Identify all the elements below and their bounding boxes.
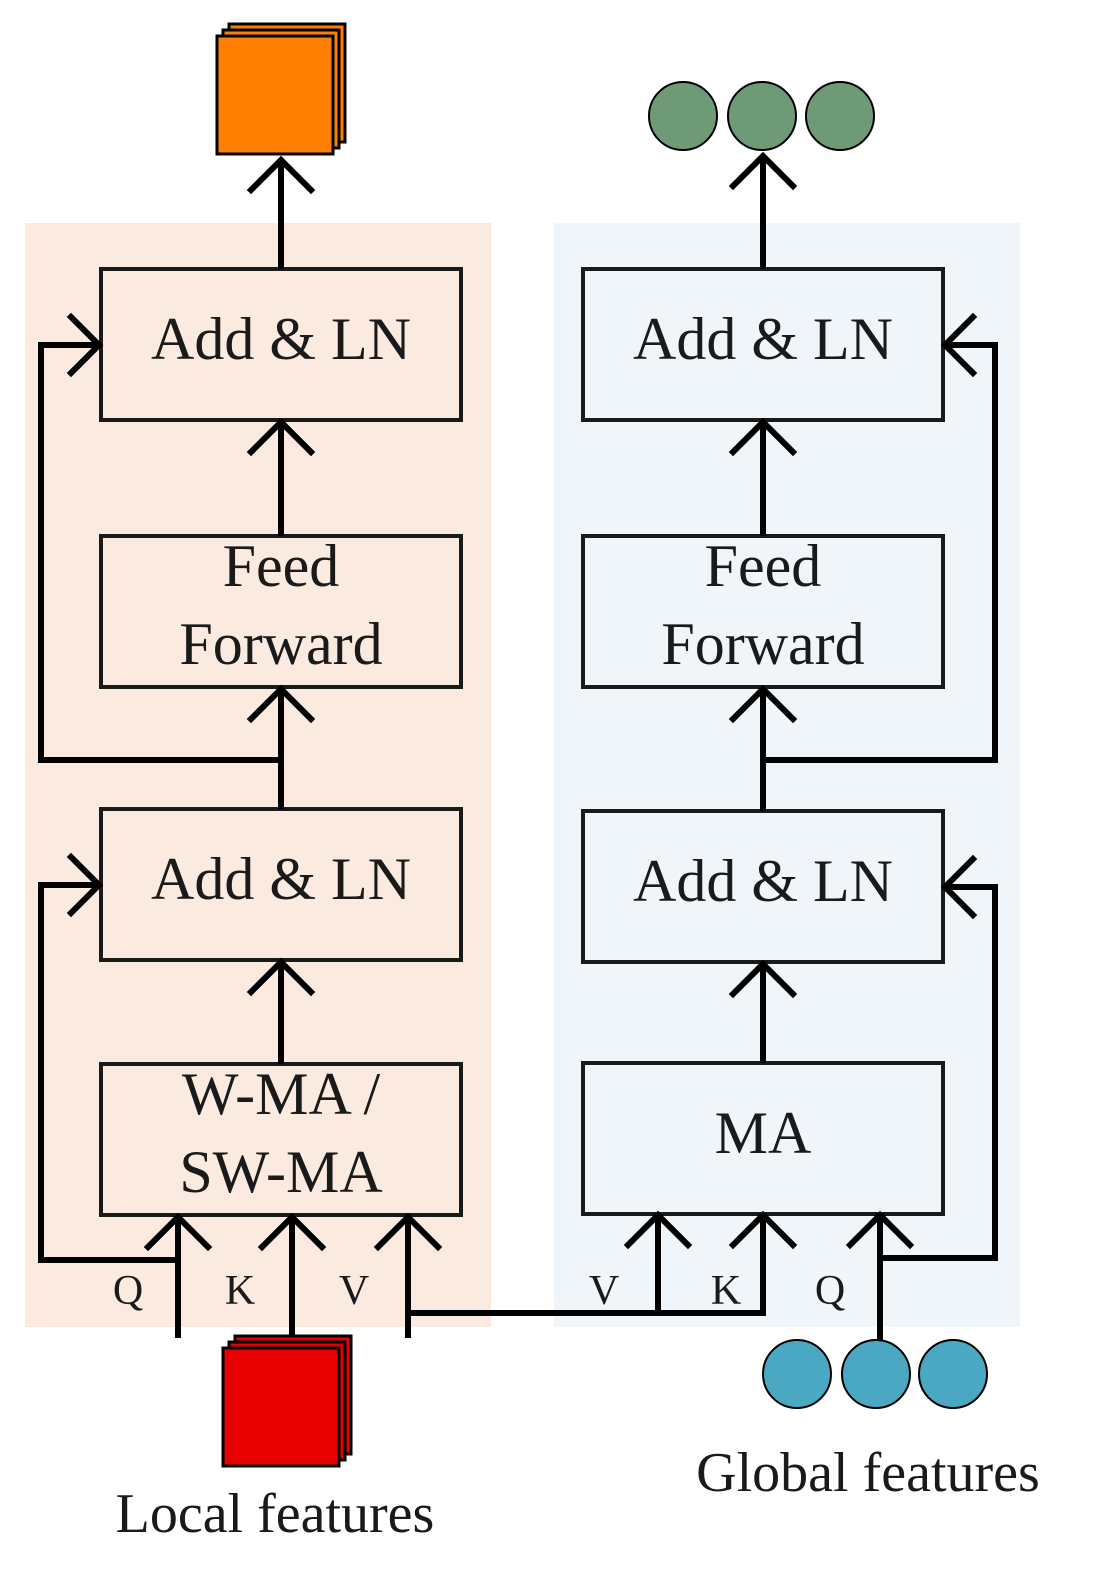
global-q-arrowhead <box>845 1210 915 1250</box>
local-output-arrowhead <box>246 155 316 195</box>
local-k-label: K <box>225 1268 255 1314</box>
local-output-stack-icon <box>215 22 347 156</box>
global-v-label: V <box>589 1268 619 1314</box>
local-addln-to-ff-arrowhead <box>246 684 316 724</box>
local-attn-to-addln-arrowhead <box>246 957 316 997</box>
local-v-arrowhead <box>373 1212 443 1252</box>
global-residual-ff-arrowhead <box>940 312 978 378</box>
local-q-arrowhead <box>143 1212 213 1252</box>
local-residual-ff-line <box>38 342 281 763</box>
global-feed-forward-label-line2: Forward <box>661 611 864 677</box>
global-input-tokens-icon <box>762 1339 988 1409</box>
global-ff-to-addln-arrowhead <box>728 417 798 457</box>
local-v-label: V <box>339 1268 369 1314</box>
global-residual-attn-line <box>880 884 998 1261</box>
global-k-arrowhead <box>728 1210 798 1250</box>
local-residual-ff-arrowhead <box>66 312 104 378</box>
local-add-ln-top-label: Add & LN <box>151 306 411 372</box>
local-features-caption: Local features <box>116 1483 435 1545</box>
global-add-ln-bottom-label: Add & LN <box>633 848 893 914</box>
global-q-label: Q <box>815 1268 845 1314</box>
local-ff-to-addln-arrowhead <box>246 417 316 457</box>
local-input-stack-icon <box>221 1334 353 1468</box>
cross-branch-kv-line <box>408 1219 766 1316</box>
global-residual-attn-arrowhead <box>940 854 978 920</box>
global-addln-to-ff-arrowhead <box>728 684 798 724</box>
local-residual-attn-arrowhead <box>66 852 104 918</box>
global-output-arrowhead <box>728 151 798 191</box>
global-features-caption: Global features <box>696 1442 1040 1504</box>
global-v-arrowhead <box>623 1210 693 1250</box>
local-attention-label-line1: W-MA / <box>182 1061 381 1127</box>
global-feed-forward-label-line1: Feed <box>705 533 822 599</box>
local-attention-label-line2: SW-MA <box>179 1139 382 1205</box>
global-attn-to-addln-arrowhead <box>728 959 798 999</box>
local-residual-attn-line <box>38 882 178 1263</box>
local-q-label: Q <box>113 1268 143 1314</box>
global-output-tokens-icon <box>648 81 875 151</box>
local-add-ln-bottom-label: Add & LN <box>151 846 411 912</box>
global-residual-ff-line <box>763 342 998 763</box>
global-k-label: K <box>711 1268 741 1314</box>
global-add-ln-top-label: Add & LN <box>633 306 893 372</box>
local-feed-forward-label-line1: Feed <box>223 533 340 599</box>
global-attention-label: MA <box>715 1100 812 1166</box>
local-k-arrowhead <box>257 1212 327 1252</box>
local-feed-forward-label-line2: Forward <box>179 611 382 677</box>
